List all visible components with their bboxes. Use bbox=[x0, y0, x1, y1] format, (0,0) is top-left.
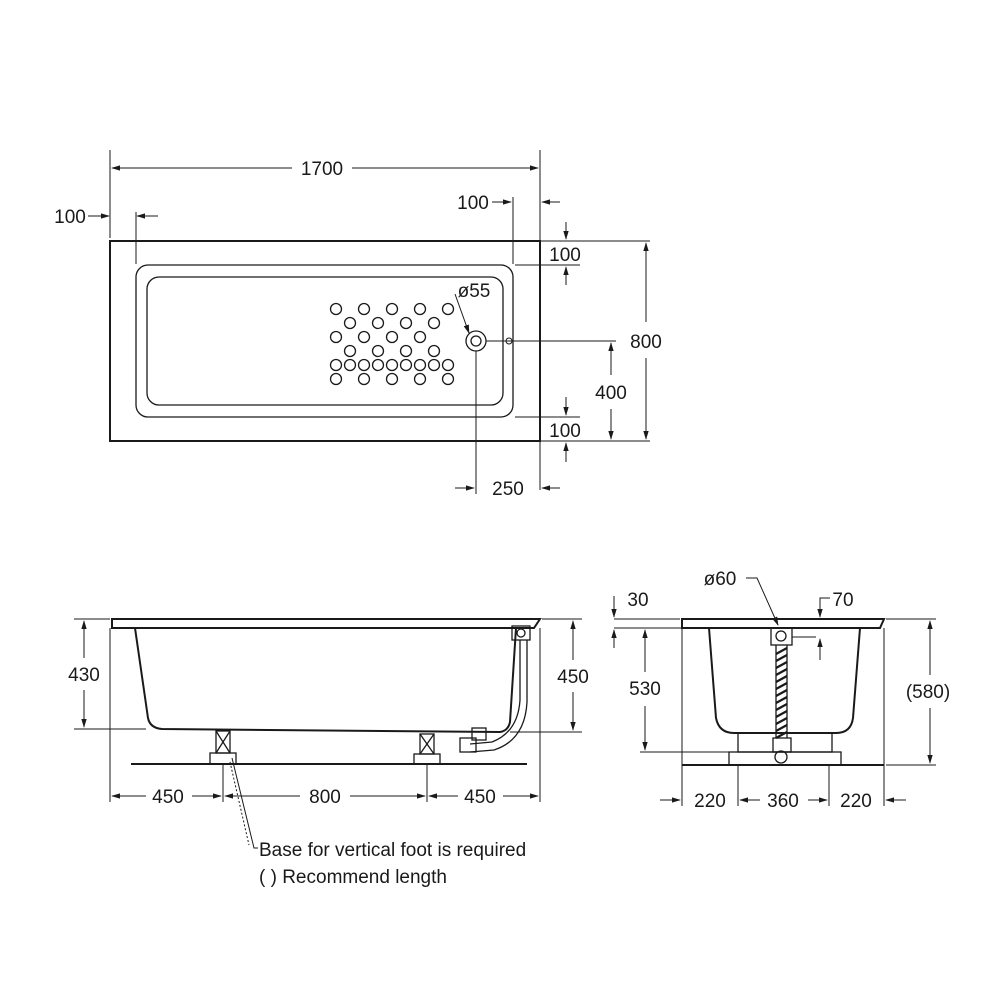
anti-slip-dot bbox=[413, 372, 427, 386]
anti-slip-dot bbox=[413, 302, 427, 316]
pipe-hatch bbox=[775, 675, 788, 683]
anti-slip-dot bbox=[441, 372, 455, 386]
pipe-hatch bbox=[775, 710, 788, 718]
end-body bbox=[708, 627, 861, 734]
anti-slip-dot bbox=[399, 358, 413, 372]
dim-right-rim: 100 bbox=[457, 193, 489, 214]
trap-fitting bbox=[459, 737, 477, 753]
base-note: Base for vertical foot is required bbox=[259, 840, 526, 861]
end-plinth bbox=[728, 751, 842, 766]
anti-slip-dot bbox=[329, 330, 343, 344]
pipe-hatch bbox=[775, 682, 788, 690]
pipe-hatch bbox=[775, 696, 788, 704]
anti-slip-dot bbox=[385, 372, 399, 386]
anti-slip-dot bbox=[399, 316, 413, 330]
anti-slip-dot bbox=[357, 302, 371, 316]
anti-slip-dot bbox=[427, 316, 441, 330]
anti-slip-pattern bbox=[329, 302, 455, 386]
drain-outer bbox=[465, 330, 487, 352]
anti-slip-dot bbox=[385, 330, 399, 344]
anti-slip-dot bbox=[371, 358, 385, 372]
note-leader bbox=[231, 757, 258, 849]
dim-overflow-diameter: ø60 bbox=[704, 569, 737, 590]
anti-slip-dot bbox=[427, 344, 441, 358]
pipe-hatch bbox=[775, 724, 788, 732]
dim-total-height: (580) bbox=[906, 682, 950, 703]
anti-slip-dot bbox=[371, 344, 385, 358]
anti-slip-dot bbox=[427, 358, 441, 372]
foot-right bbox=[413, 733, 441, 765]
anti-slip-dot bbox=[371, 316, 385, 330]
end-base bbox=[737, 732, 833, 753]
pipe-hatch bbox=[775, 668, 788, 676]
dim-drain-height: 400 bbox=[595, 383, 627, 404]
anti-slip-dot bbox=[357, 330, 371, 344]
overflow-fitting bbox=[511, 625, 531, 641]
dim-overall-width: 800 bbox=[630, 332, 662, 353]
side-view: 430 450 450 800 450 Base for vertical fo… bbox=[68, 618, 589, 888]
dim-drain-offset: 250 bbox=[492, 479, 524, 500]
anti-slip-dot bbox=[441, 302, 455, 316]
anti-slip-dot bbox=[399, 344, 413, 358]
pipe-hatch bbox=[775, 661, 788, 669]
side-body bbox=[134, 627, 517, 734]
dim-side-left: 220 bbox=[694, 791, 726, 812]
anti-slip-dot bbox=[343, 316, 357, 330]
drain-fitting bbox=[471, 727, 487, 741]
anti-slip-dot bbox=[329, 302, 343, 316]
pipe-hatch bbox=[775, 717, 788, 725]
tub-inner-rim bbox=[135, 264, 514, 418]
anti-slip-dot bbox=[329, 358, 343, 372]
anti-slip-dot bbox=[329, 372, 343, 386]
anti-slip-dot bbox=[413, 358, 427, 372]
pipe-hatch bbox=[775, 647, 788, 655]
dim-side-right: 220 bbox=[840, 791, 872, 812]
pipe-hatch bbox=[775, 689, 788, 697]
anti-slip-dot bbox=[441, 358, 455, 372]
top-view: 1700 100 100 100 100 800 400 bbox=[54, 150, 662, 500]
dim-left-rim: 100 bbox=[54, 207, 86, 228]
anti-slip-dot bbox=[343, 344, 357, 358]
waste-pipe-inner bbox=[469, 640, 528, 753]
dim-foot-right: 450 bbox=[464, 787, 496, 808]
end-waste-pipe bbox=[770, 627, 793, 764]
anti-slip-dot bbox=[413, 330, 427, 344]
pipe-hatch bbox=[775, 731, 788, 739]
pipe-hatch bbox=[775, 703, 788, 711]
overflow-fitting-cap bbox=[516, 628, 526, 638]
dim-inner-height: 530 bbox=[629, 679, 661, 700]
dim-foot-left: 450 bbox=[152, 787, 184, 808]
dim-bottom-rim: 100 bbox=[549, 421, 581, 442]
dim-foot-span: 800 bbox=[309, 787, 341, 808]
tub-bottom-surface bbox=[146, 276, 504, 406]
dim-rim-thickness: 30 bbox=[627, 590, 648, 611]
dim-top-rim: 100 bbox=[549, 245, 581, 266]
dim-inner-depth: 430 bbox=[68, 665, 100, 686]
anti-slip-dot bbox=[357, 372, 371, 386]
dim-outer-height: 450 bbox=[557, 667, 589, 688]
waste-pipe-outer bbox=[469, 640, 521, 745]
anti-slip-dot bbox=[385, 358, 399, 372]
dim-center-width: 360 bbox=[767, 791, 799, 812]
end-rim bbox=[681, 618, 886, 629]
dim-overflow-offset: 70 bbox=[832, 590, 853, 611]
end-view: ø60 30 70 530 (580) 220 360 bbox=[611, 569, 950, 812]
drain-inner bbox=[470, 335, 482, 347]
anti-slip-dot bbox=[343, 358, 357, 372]
anti-slip-dot bbox=[385, 302, 399, 316]
dim-overall-length: 1700 bbox=[301, 159, 343, 180]
dim-drain-diameter: ø55 bbox=[458, 281, 491, 302]
anti-slip-dot bbox=[357, 358, 371, 372]
length-note: ( ) Recommend length bbox=[259, 867, 447, 888]
side-rim bbox=[111, 618, 542, 629]
pipe-hatch bbox=[775, 654, 788, 662]
